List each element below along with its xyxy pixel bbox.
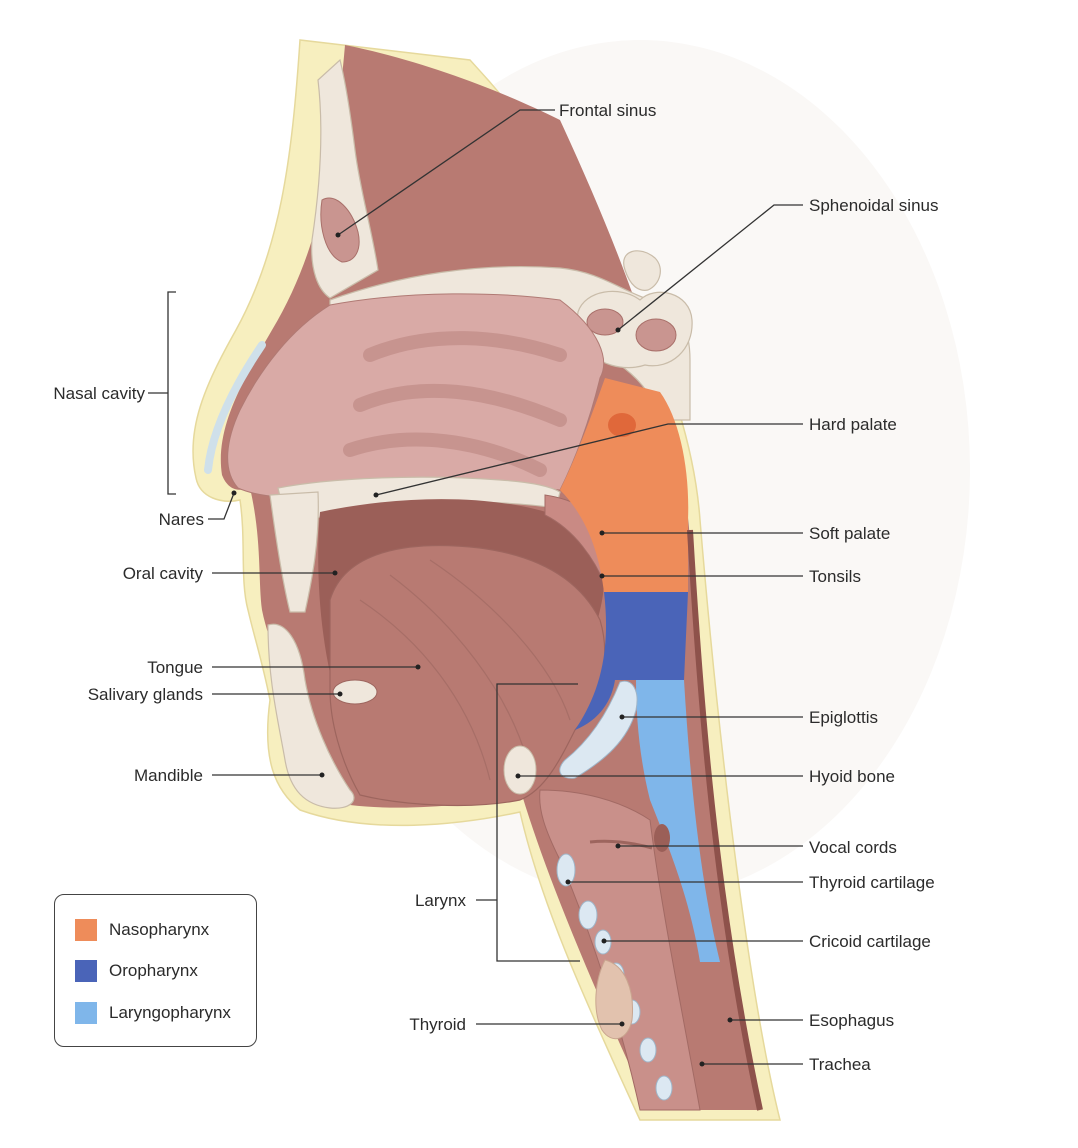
legend: Nasopharynx Oropharynx Laryngopharynx bbox=[54, 894, 257, 1047]
sphenoid-sinus-right bbox=[636, 319, 676, 351]
label-tonsils: Tonsils bbox=[809, 567, 861, 586]
label-mandible: Mandible bbox=[134, 766, 203, 785]
legend-swatch-laryngopharynx bbox=[75, 1002, 97, 1024]
label-esophagus: Esophagus bbox=[809, 1011, 894, 1030]
label-tongue: Tongue bbox=[147, 658, 203, 677]
label-nasal-cavity: Nasal cavity bbox=[53, 384, 145, 403]
label-cricoid-cartilage: Cricoid cartilage bbox=[809, 932, 931, 951]
label-thyroid: Thyroid bbox=[409, 1015, 466, 1034]
legend-swatch-nasopharynx bbox=[75, 919, 97, 941]
vocal-cord bbox=[654, 824, 670, 852]
hyoid-bone bbox=[504, 746, 536, 794]
legend-label-oropharynx: Oropharynx bbox=[109, 961, 198, 981]
legend-item-oropharynx: Oropharynx bbox=[75, 960, 198, 982]
label-sphenoidal-sinus: Sphenoidal sinus bbox=[809, 196, 938, 215]
label-vocal-cords: Vocal cords bbox=[809, 838, 897, 857]
label-frontal-sinus: Frontal sinus bbox=[559, 101, 656, 120]
label-larynx: Larynx bbox=[415, 891, 467, 910]
nasal-cavity-bracket bbox=[148, 292, 176, 494]
label-hard-palate: Hard palate bbox=[809, 415, 897, 434]
label-nares: Nares bbox=[159, 510, 204, 529]
legend-item-laryngopharynx: Laryngopharynx bbox=[75, 1002, 231, 1024]
label-trachea: Trachea bbox=[809, 1055, 871, 1074]
label-oral-cavity: Oral cavity bbox=[123, 564, 204, 583]
label-hyoid-bone: Hyoid bone bbox=[809, 767, 895, 786]
legend-swatch-oropharynx bbox=[75, 960, 97, 982]
label-thyroid-cartilage: Thyroid cartilage bbox=[809, 873, 935, 892]
legend-label-laryngopharynx: Laryngopharynx bbox=[109, 1003, 231, 1023]
label-epiglottis: Epiglottis bbox=[809, 708, 878, 727]
legend-label-nasopharynx: Nasopharynx bbox=[109, 920, 209, 940]
legend-item-nasopharynx: Nasopharynx bbox=[75, 919, 209, 941]
label-soft-palate: Soft palate bbox=[809, 524, 890, 543]
label-salivary-glands: Salivary glands bbox=[88, 685, 203, 704]
